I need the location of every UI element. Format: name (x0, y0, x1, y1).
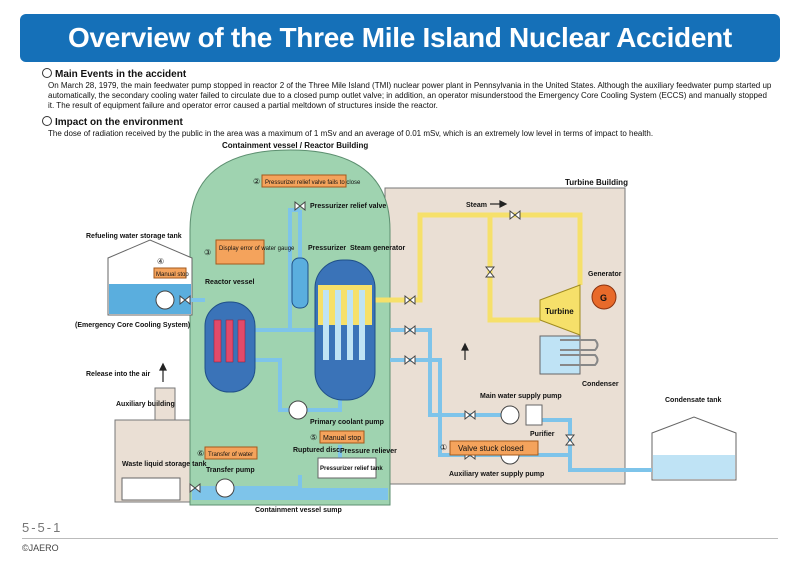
callout-2-label: Pressurizer relief valve fails to close (265, 180, 361, 186)
callout-6-num: ⑥ (197, 449, 204, 458)
turbine-building-label: Turbine Building (565, 178, 628, 187)
callout-6-label: Transfer of water (208, 452, 253, 458)
pressurizer-relief-tank-label: Pressurizer relief tank (320, 466, 383, 472)
eccs-label: (Emergency Core Cooling System) (75, 322, 190, 329)
copyright: ©JAERO (22, 543, 59, 553)
generator-label: Generator (588, 271, 622, 278)
reactor-vessel-label: Reactor vessel (205, 279, 254, 286)
auxiliary-building-label: Auxiliary building (116, 401, 175, 408)
generator-symbol: G (600, 293, 607, 303)
main-water-pump (500, 405, 520, 425)
main-water-pump-label: Main water supply pump (480, 393, 562, 400)
sump-label: Containment vessel sump (255, 507, 342, 514)
page-number: 5-5-1 (22, 520, 63, 535)
bullet-icon (42, 68, 52, 78)
purifier-label: Purifier (530, 431, 555, 438)
primary-coolant-pump (288, 400, 308, 420)
callout-2-num: ② (253, 177, 260, 186)
footer-divider (22, 538, 778, 539)
aux-water-pump-label: Auxiliary water supply pump (449, 471, 544, 478)
refueling-tank-label: Refueling water storage tank (86, 233, 182, 240)
callout-5-box (319, 430, 365, 444)
stack (154, 387, 176, 421)
steam-generator-label: Steam generator (350, 245, 406, 252)
primary-coolant-pump-label: Primary coolant pump (310, 419, 384, 426)
callout-2-box (261, 174, 347, 188)
containment-sump (192, 488, 388, 500)
turbine-label: Turbine (545, 307, 574, 316)
waste-tank (121, 477, 181, 501)
release-label: Release into the air (86, 371, 150, 378)
condenser-label: Condenser (582, 381, 619, 388)
transfer-pump (215, 478, 235, 498)
callout-3-box (215, 239, 265, 265)
callout-5-label: Manual stop (323, 435, 361, 442)
callout-1-label: Valve stuck closed (458, 444, 524, 453)
callout-3-num: ③ (204, 248, 211, 257)
pressurizer-label: Pressurizer (308, 245, 346, 252)
pressurizer (291, 257, 309, 309)
steam-label: Steam (466, 202, 487, 209)
condensate-tank-label: Condensate tank (665, 397, 722, 404)
callout-4-box (153, 267, 187, 279)
generator (591, 284, 617, 310)
purifier (525, 404, 543, 426)
eccs-pump (155, 290, 175, 310)
callout-1-num: ① (440, 443, 447, 452)
impact-body: The dose of radiation received by the pu… (48, 129, 654, 138)
callout-5-num: ⑤ (310, 433, 317, 442)
pressurizer-relief-valve-label: Pressurizer relief valve (310, 203, 386, 210)
pressurizer-relief-tank (317, 457, 377, 479)
callout-6-box (204, 446, 258, 460)
transfer-pump-label: Transfer pump (206, 467, 255, 474)
turbine (539, 284, 581, 336)
callout-1-box (449, 440, 539, 456)
bullet-icon (42, 116, 52, 126)
waste-tank-label: Waste liquid storage tank (122, 461, 207, 468)
ruptured-disc-label: Ruptured disc (293, 447, 340, 454)
events-heading: Main Events in the accident (42, 68, 186, 80)
turbine-building (384, 187, 626, 485)
callout-3-label: Display error of water gauge (219, 246, 295, 252)
callout-4-num: ④ (157, 257, 164, 266)
page-title: Overview of the Three Mile Island Nuclea… (20, 14, 780, 62)
impact-heading: Impact on the environment (42, 116, 183, 128)
pressure-reliever-label: Pressure reliever (340, 448, 397, 455)
callout-4-label: Manual stop (156, 272, 189, 278)
events-body: On March 28, 1979, the main feedwater pu… (48, 81, 772, 110)
containment-label: Containment vessel / Reactor Building (222, 141, 368, 150)
